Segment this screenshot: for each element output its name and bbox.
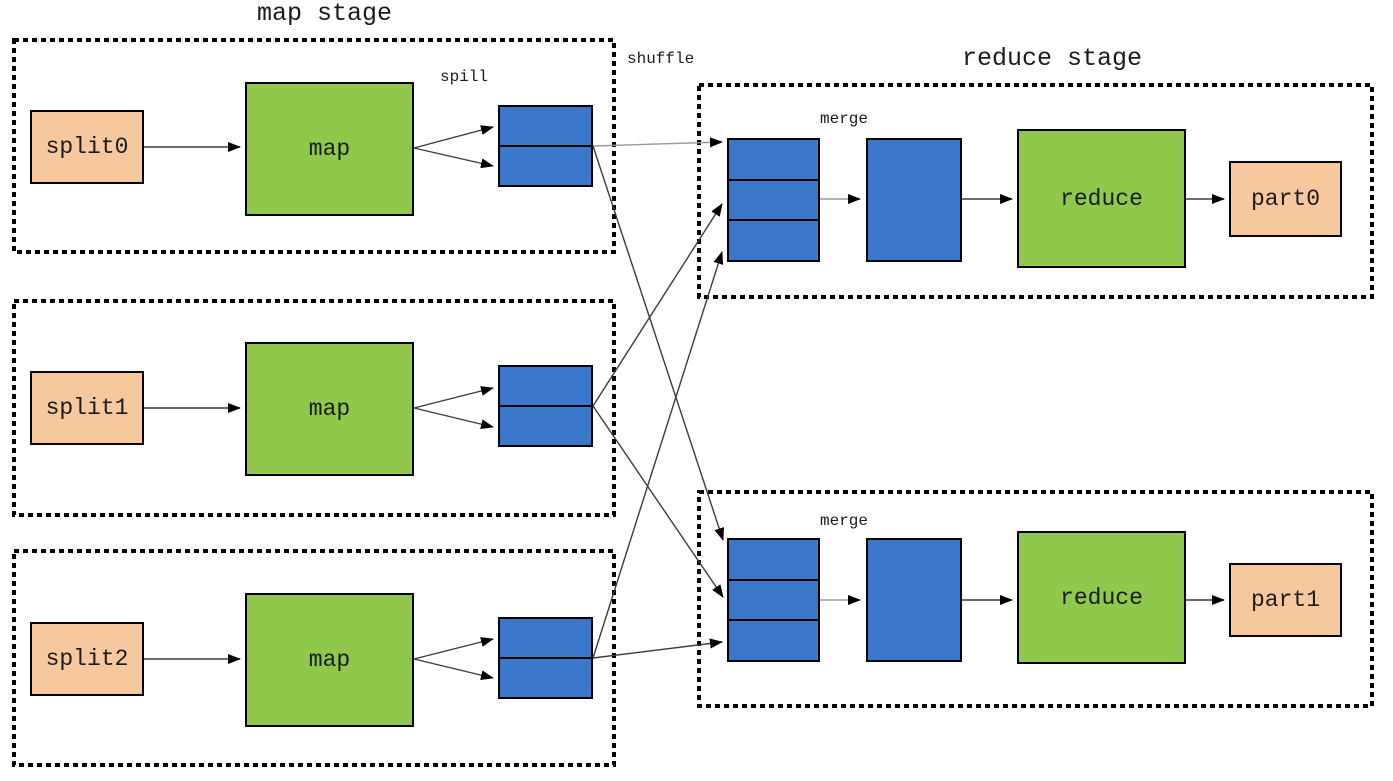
map1-label: map: [308, 396, 351, 422]
spill1-buffer: [498, 365, 593, 447]
arrow-map0-to-spill0-top: [413, 125, 494, 149]
merge0-segment-2: [729, 178, 818, 220]
split2-box: split2: [30, 622, 144, 696]
split0-label: split0: [45, 134, 129, 160]
merge1-segment-2: [729, 578, 818, 620]
spill0-buffer: [498, 105, 593, 187]
map0-label: map: [308, 136, 351, 162]
shuffle-arrow-spill1-to-merge1: [592, 405, 724, 598]
part0-label: part0: [1250, 186, 1320, 212]
arrow-map0-to-spill0-bottom: [413, 147, 494, 169]
shuffle-arrow-spill2-to-merge0: [592, 251, 724, 659]
spill-label: spill: [440, 68, 489, 86]
merged1-block: [866, 538, 962, 662]
split1-box: split1: [30, 371, 144, 445]
split2-label: split2: [45, 646, 129, 672]
merge0-segment-3: [729, 219, 818, 260]
map-stage-title: map stage: [257, 0, 393, 28]
merge1-buffer: [727, 538, 820, 662]
shuffle-arrow-spill2-to-merge1: [592, 638, 723, 659]
map2-box: map: [245, 593, 414, 727]
reduce1-box: reduce: [1017, 531, 1186, 664]
shuffle-arrow-spill0-to-merge1: [592, 145, 724, 541]
merge1-segment-3: [729, 619, 818, 660]
merged1-block-body: [868, 540, 960, 660]
reduce0-label: reduce: [1060, 185, 1143, 212]
spill2-buffer: [498, 617, 593, 699]
spill2-segment-2: [500, 657, 591, 697]
spill0-segment-1: [500, 107, 591, 145]
reduce1-label: reduce: [1060, 584, 1143, 611]
arrow-map1-to-spill1-top: [413, 386, 494, 409]
spill1-segment-2: [500, 405, 591, 445]
merge0-buffer: [727, 138, 820, 262]
split0-box: split0: [30, 110, 144, 184]
part1-box: part1: [1229, 563, 1342, 637]
spill0-segment-2: [500, 145, 591, 185]
arrow-map1-to-spill1-bottom: [413, 407, 494, 430]
reduce0-box: reduce: [1017, 129, 1186, 268]
shuffle-arrow-spill0-to-merge0: [592, 137, 723, 148]
part0-box: part0: [1229, 161, 1342, 237]
merge-label-reduce1: merge: [820, 512, 869, 530]
map0-box: map: [245, 82, 414, 216]
arrow-map2-to-spill2-top: [413, 637, 494, 660]
spill2-segment-1: [500, 619, 591, 657]
arrow-map2-to-spill2-bottom: [413, 658, 494, 681]
reduce-stage-title: reduce stage: [962, 44, 1143, 73]
merge1-segment-1: [729, 540, 818, 579]
merged0-block-body: [868, 140, 960, 260]
map2-label: map: [308, 647, 351, 673]
part1-label: part1: [1250, 587, 1320, 613]
merged0-block: [866, 138, 962, 262]
shuffle-label: shuffle: [627, 50, 695, 68]
map1-box: map: [245, 342, 414, 476]
split1-label: split1: [45, 395, 129, 421]
merge0-segment-1: [729, 140, 818, 179]
shuffle-arrow-spill1-to-merge0: [592, 203, 723, 407]
merge-label-reduce0: merge: [820, 110, 869, 128]
spill1-segment-1: [500, 367, 591, 405]
